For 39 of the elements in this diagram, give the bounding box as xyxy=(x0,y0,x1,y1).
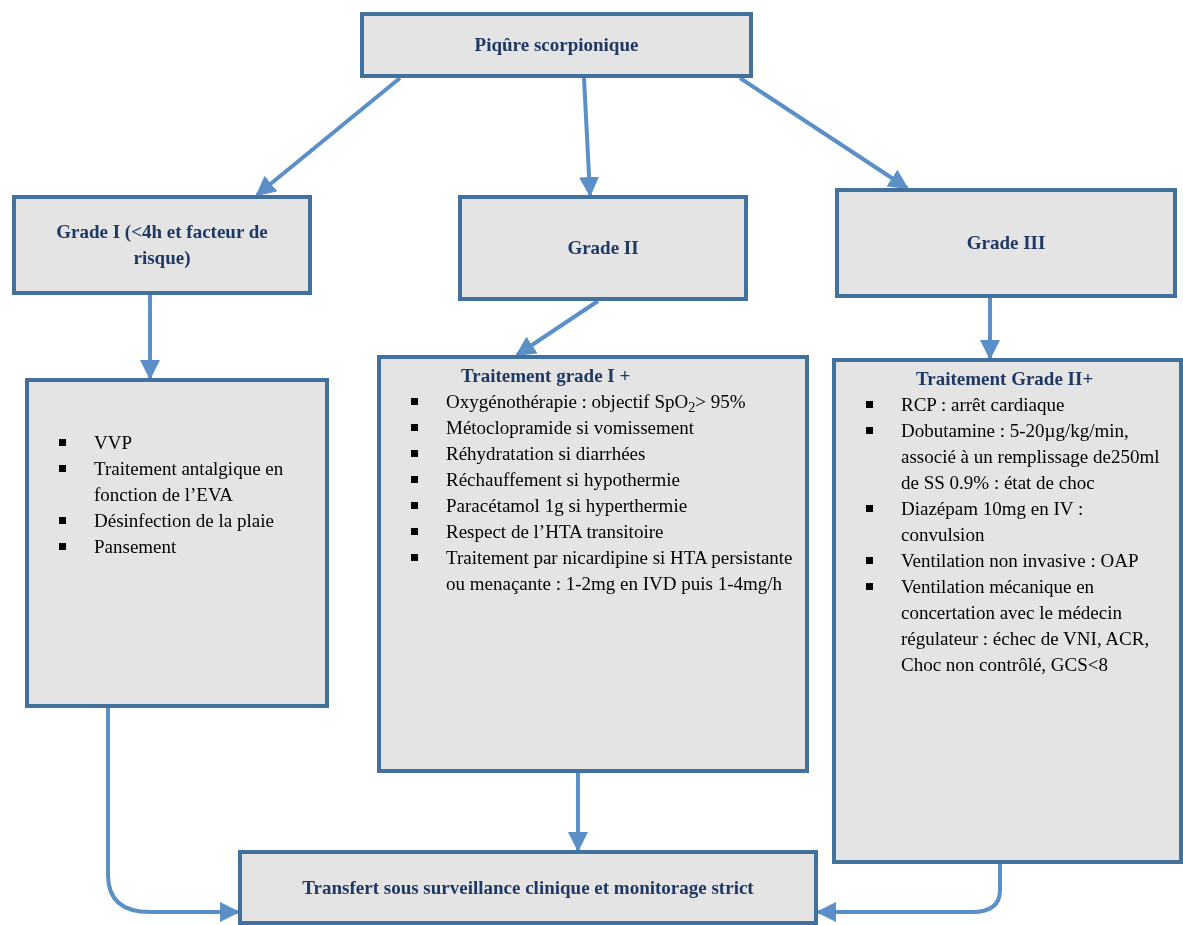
box-title: Grade III xyxy=(966,231,1046,255)
arrow xyxy=(106,708,240,922)
box-title: Grade I (<4h et facteur de risque) xyxy=(55,220,269,270)
list-item: Réhydratation si diarrhées xyxy=(446,442,646,466)
arrow xyxy=(255,76,402,197)
list-item: VVP xyxy=(94,431,132,455)
list-item: Ventilation non invasive : OAP xyxy=(901,549,1139,573)
list-item: Ventilation mécanique en concertation avec le médecin régulateur : échec de VNI, ACR, Choc non contrôlé, GCS<8 xyxy=(901,575,1151,677)
list-item: Pansement xyxy=(94,535,177,559)
list-item: Métoclopramide si vomissement xyxy=(446,416,694,440)
treatment-box xyxy=(25,378,329,708)
process-box xyxy=(360,12,753,78)
list-item: Traitement par nicardipine si HTA persistante ou menaçante : 1-2mg en IVD puis 1-4mg/h xyxy=(446,546,793,596)
list-item: Désinfection de la plaie xyxy=(94,509,274,533)
process-box xyxy=(835,188,1177,298)
process-box xyxy=(458,195,748,301)
arrow xyxy=(515,299,600,357)
list-item: RCP : arrêt cardiaque xyxy=(901,393,1065,417)
process-box xyxy=(238,850,818,925)
list-item: Traitement antalgique en fonction de l’EVA xyxy=(94,457,285,507)
treatment-box xyxy=(377,355,809,773)
list-item: Diazépam 10mg en IV : convulsion xyxy=(901,497,1085,547)
arrow xyxy=(738,76,909,190)
list-item: Dobutamine : 5-20µg/kg/min, associé à un remplissage de250ml de SS 0.9% : état de choc xyxy=(901,419,1161,495)
arrow xyxy=(140,295,160,380)
box-title: Grade II xyxy=(567,236,639,260)
box-title: Transfert sous surveillance clinique et monitorage strict xyxy=(302,875,754,900)
box-title: Piqûre scorpionique xyxy=(474,33,639,57)
process-box xyxy=(12,195,312,295)
list-item: Paracétamol 1g si hyperthermie xyxy=(446,494,688,518)
list-heading: Traitement Grade II+ xyxy=(915,367,1095,391)
treatment-box xyxy=(832,358,1183,864)
list-item: Réchauffement si hypothermie xyxy=(446,468,680,492)
list-heading: Traitement grade I + xyxy=(460,364,632,388)
arrow xyxy=(579,77,600,197)
arrow xyxy=(568,773,588,852)
list-item: Respect de l’HTA transitoire xyxy=(446,520,664,544)
arrow xyxy=(980,298,1000,360)
list-item: Oxygénothérapie : objectif SpO$_{2}$> 95% xyxy=(446,390,746,415)
